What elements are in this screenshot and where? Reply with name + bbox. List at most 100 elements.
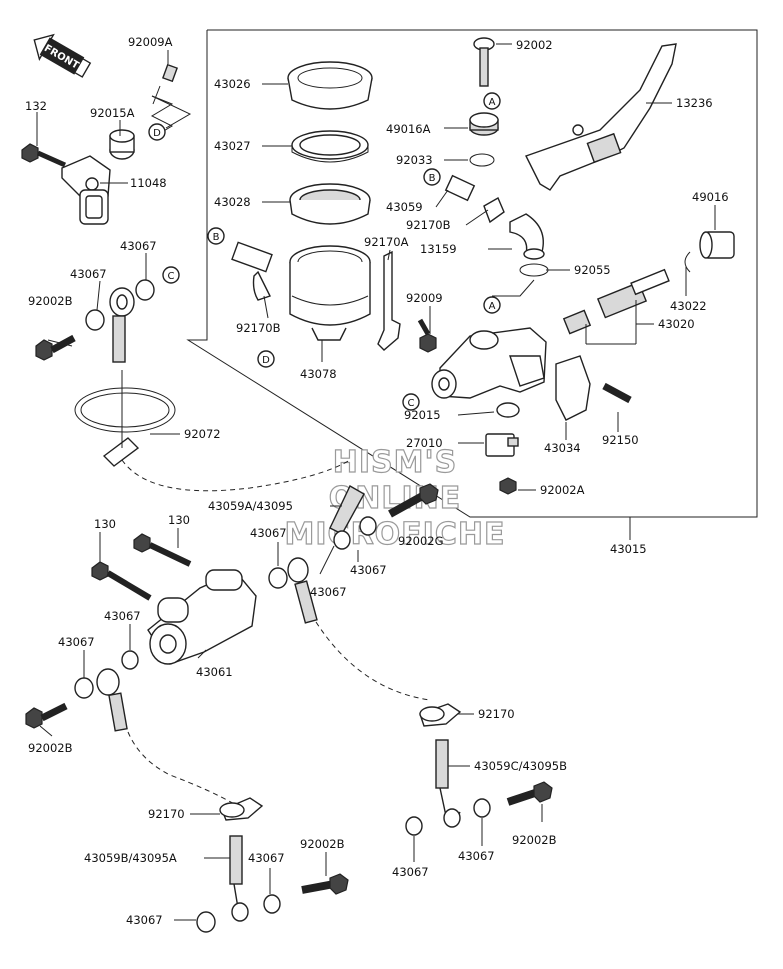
cap-49016A [469, 112, 499, 136]
callout-d-top: D [153, 128, 161, 139]
master-cylinder-43015 [431, 327, 547, 399]
label-43067-i: 43067 [458, 849, 495, 863]
label-43020: 43020 [658, 317, 695, 331]
label-92002A: 92002A [540, 483, 585, 497]
label-43059B-43095A: 43059B/43095A [84, 851, 177, 865]
washer-43067-f [121, 650, 139, 670]
label-43067-c: 43067 [250, 526, 287, 540]
label-92002B-a: 92002B [28, 294, 73, 308]
bolt-92002 [473, 37, 495, 87]
plate-43027 [291, 130, 369, 163]
elbow-13159 [509, 213, 545, 260]
reservoir-43078 [289, 245, 371, 341]
callout-a-body: A [489, 301, 496, 312]
label-43067-f: 43067 [104, 609, 141, 623]
label-43067-j: 43067 [248, 851, 285, 865]
label-43028: 43028 [214, 195, 251, 209]
watermark: HISM'S ONLINE MICROFICHE [284, 444, 505, 552]
label-92002B-c: 92002B [512, 833, 557, 847]
circlip-43022 [684, 251, 691, 273]
label-92072: 92072 [184, 427, 221, 441]
circlip-92033 [469, 153, 495, 167]
label-43059C-43095B: 43059C/43095B [474, 759, 567, 773]
label-43059: 43059 [386, 200, 423, 214]
label-92015A: 92015A [90, 106, 135, 120]
label-11048: 11048 [130, 176, 167, 190]
label-43061: 43061 [196, 665, 233, 679]
hose-dash-3 [127, 731, 237, 806]
bracket-11048 [61, 155, 111, 225]
label-43078: 43078 [300, 367, 337, 381]
clamp-92170-right [419, 703, 462, 727]
diaphragm-43028 [289, 183, 371, 225]
cap-92015 [496, 402, 520, 418]
callout-c-left: C [168, 271, 175, 282]
washer-43067-i [473, 798, 491, 818]
label-92002G: 92002G [398, 534, 444, 548]
washer-43067-h [405, 816, 423, 836]
callout-b-left: B [213, 232, 220, 243]
lever-13236 [525, 43, 677, 191]
bushing-49016 [699, 231, 735, 259]
label-43067-h: 43067 [392, 865, 429, 879]
watermark-line-1: HISM'S [333, 445, 458, 480]
clamp-strap-92072 [74, 370, 176, 467]
leader-lines [36, 43, 716, 921]
label-92170A: 92170A [364, 235, 409, 249]
washer-43067-b [135, 279, 155, 301]
label-43067-k: 43067 [126, 913, 163, 927]
label-92055: 92055 [574, 263, 611, 277]
collar-92015A [109, 129, 135, 160]
label-92170B-right: 92170B [406, 218, 451, 232]
clamp-92170-left [219, 797, 264, 821]
bolt-130-lower [91, 561, 152, 601]
label-92170-right: 92170 [478, 707, 515, 721]
holder-43034 [555, 355, 591, 421]
banjo-fitting-lower-left [96, 668, 128, 732]
label-43067-g: 43067 [58, 635, 95, 649]
label-92170B-left: 92170B [236, 321, 281, 335]
washer-43067-k [196, 911, 216, 933]
label-92009: 92009 [406, 291, 443, 305]
callouts: D C B D A B A C [148, 92, 501, 411]
bolt-92002B-bottom [301, 873, 349, 895]
cap-43026 [287, 61, 373, 110]
label-43034: 43034 [544, 441, 581, 455]
washer-43067-g [74, 677, 94, 699]
washer-43067-c [268, 567, 288, 589]
label-43067-e: 43067 [310, 585, 347, 599]
label-43026: 43026 [214, 77, 251, 91]
banjo-fitting-center [287, 557, 318, 624]
label-13159: 13159 [420, 242, 457, 256]
label-43059A-43095: 43059A/43095 [208, 499, 293, 513]
label-43022: 43022 [670, 299, 707, 313]
label-92033: 92033 [396, 153, 433, 167]
hose-dash-2 [315, 621, 431, 701]
bolt-132 [21, 143, 67, 168]
switch-27010 [485, 433, 519, 457]
label-49016A: 49016A [386, 122, 431, 136]
washer-43067-d [333, 530, 351, 550]
screw-92002A [499, 477, 517, 495]
label-43027: 43027 [214, 139, 251, 153]
hose-dash-1 [121, 459, 351, 492]
label-92015: 92015 [404, 408, 441, 422]
label-92170-left: 92170 [148, 807, 185, 821]
callout-c-body: C [408, 398, 415, 409]
label-43067-a: 43067 [70, 267, 107, 281]
label-27010: 27010 [406, 436, 443, 450]
label-43015: 43015 [610, 542, 647, 556]
piston-43020 [562, 268, 670, 335]
joint-43061 [147, 569, 257, 665]
label-92002: 92002 [516, 38, 553, 52]
bolt-92002G [388, 483, 439, 518]
bracket-92170A [377, 250, 401, 351]
assembly-boundary [186, 29, 758, 518]
label-92002B-d: 92002B [300, 837, 345, 851]
washer-43067-a [85, 309, 105, 331]
label-92150: 92150 [602, 433, 639, 447]
label-13236: 13236 [676, 96, 713, 110]
clamp-92170B-right [483, 197, 505, 224]
